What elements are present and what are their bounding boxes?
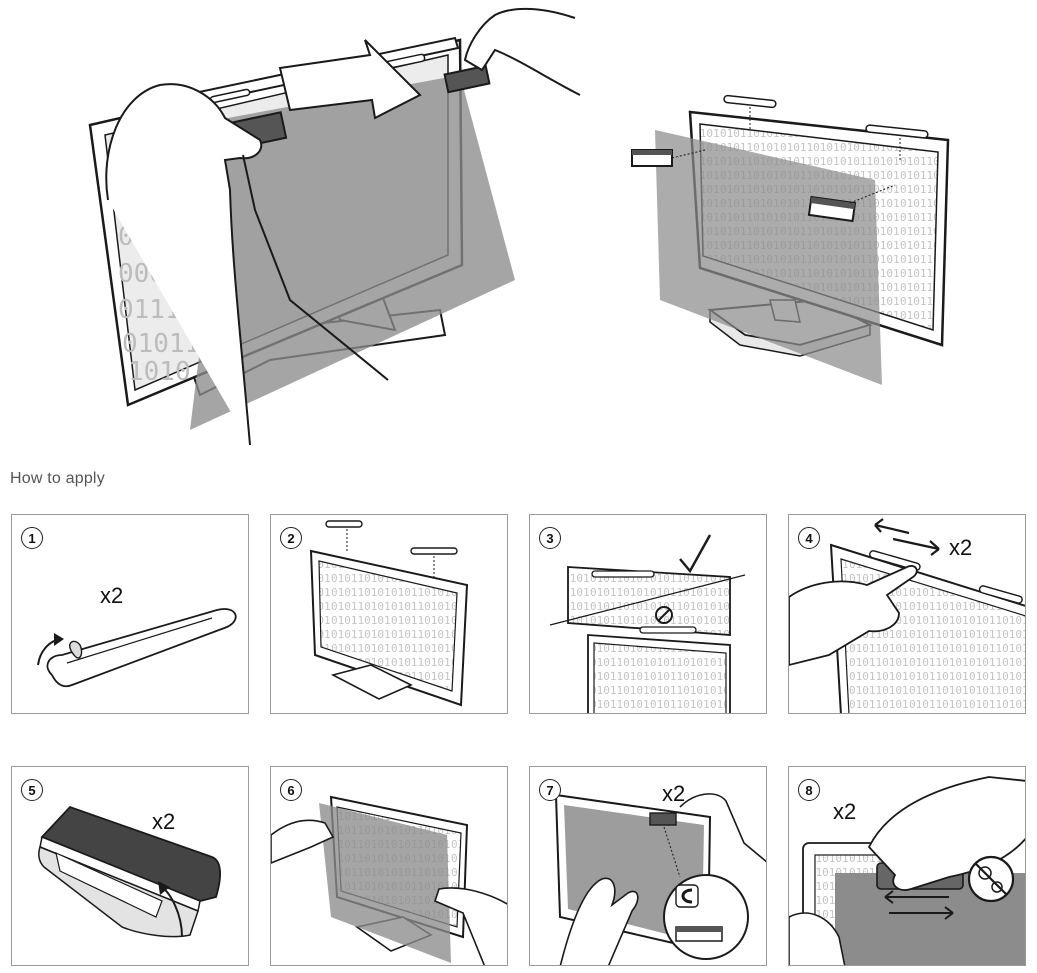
hand-right-icon [434,887,507,965]
multiplier-label: x2 [662,781,686,806]
step-number-badge: 6 [280,779,302,801]
hand-icon [789,565,918,666]
step-3-illustration [549,534,746,713]
step-number-badge: 7 [539,779,561,801]
step-4-illustration [789,518,1025,713]
multiplier-label: x2 [949,535,973,560]
step-2-illustration [309,520,469,707]
arrow-icon [158,881,170,895]
right-arrow-icon [892,537,940,556]
hand-left [105,83,263,446]
hand-left-icon [271,819,335,864]
step-6-illustration [271,795,507,965]
step-number-badge: 8 [798,779,820,801]
svg-text:1010: 1010 [128,357,191,387]
step-number-badge: 4 [798,527,820,549]
step-8-panel: 8 x2 [788,766,1026,966]
step-7-panel: 7 x2 [529,766,767,966]
step-7-illustration [554,793,766,965]
hero-illustration: 0101101010 010 0001 0111 01011 1010 [88,7,950,446]
arrow-icon [54,633,64,646]
step-1-illustration [37,608,237,688]
step-8-illustration [789,776,1025,965]
left-arrow-icon [874,518,910,535]
hero-monitor-left: 010 0001 0111 01011 1010 [88,7,581,446]
check-icon [679,534,712,574]
magnet-icon [675,884,699,908]
step-5-panel: 5 x2 [11,766,249,966]
multiplier-label: x2 [152,809,176,834]
hero-monitor-right [631,94,950,385]
hand-right [463,7,581,96]
step-3-panel: 3 [529,514,767,714]
hand-bottom-icon [789,912,846,965]
prohibited-icon [655,606,673,624]
how-to-apply-caption: How to apply [10,470,105,487]
step-4-panel: 4 x2 [788,514,1026,714]
step-1-panel: 1 x2 [11,514,249,714]
step-number-badge: 3 [539,527,561,549]
hand-icon [559,877,639,965]
step-5-illustration [38,805,221,938]
step-2-panel: 2 [270,514,508,714]
step-6-panel: 6 [270,766,508,966]
step-number-badge: 5 [21,779,43,801]
step-number-badge: 1 [21,527,43,549]
step-number-badge: 2 [280,527,302,549]
multiplier-label: x2 [833,799,857,824]
multiplier-label: x2 [100,583,124,608]
